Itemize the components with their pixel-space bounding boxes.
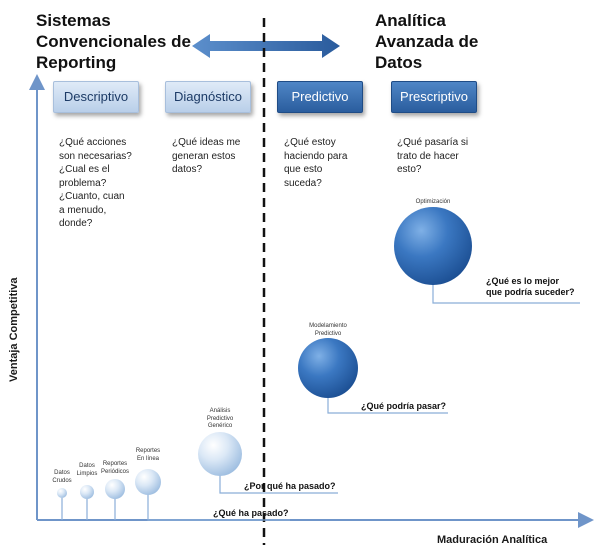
stage-box-prescriptivo: Prescriptivo	[391, 81, 477, 113]
header-left-line-1: Sistemas	[36, 11, 111, 30]
stage-question-diagnostico: ¿Qué ideas me generan estos datos?	[172, 137, 241, 175]
question-por-que-ha-pasado: ¿Por qué ha pasado?	[244, 481, 336, 491]
bubble-optimizacion	[394, 207, 472, 285]
question-que-ha-pasado: ¿Qué ha pasado?	[213, 508, 289, 518]
stage-question-descriptivo: ¿Qué acciones son necesarias? ¿Cual es e…	[59, 137, 132, 229]
bubble-analisis-predictivo	[198, 432, 242, 476]
bubble-label-reportes-periodicos: Reportes Periódicos	[100, 461, 129, 475]
header-right-line-3: Datos	[375, 53, 423, 72]
header-left-line-2: Convencionales de	[36, 32, 191, 51]
bubble-datos-limpios	[80, 485, 94, 499]
bubble-label-modelamiento: Modelamiento Predictivo	[309, 323, 347, 337]
bubble-label-datos-limpios: Datos Limpios	[76, 463, 98, 477]
stage-question-predictivo: ¿Qué estoy haciendo para que esto suceda…	[284, 137, 348, 189]
bubble-reportes-enlinea	[135, 469, 161, 495]
bubble-label-analisis-predictivo: Análisis Predictivo Genérico	[206, 408, 234, 429]
leader-line-reportes-enlinea	[147, 493, 290, 521]
bubble-label-reportes-enlinea: Reportes En línea	[135, 448, 161, 462]
stage-question-prescriptivo: ¿Qué pasaría si trato de hacer esto?	[397, 137, 469, 175]
y-axis-label: Ventaja Competitiva	[8, 277, 20, 382]
stage-box-predictivo: Predictivo	[277, 81, 363, 113]
x-axis-label: Maduración Analítica	[437, 534, 548, 546]
header-right-line-2: Avanzada de	[375, 32, 479, 51]
bubble-modelamiento	[298, 338, 358, 398]
stage-box-descriptivo: Descriptivo	[53, 81, 139, 113]
bubble-reportes-periodicos	[105, 479, 125, 499]
header-left-line-3: Reporting	[36, 53, 117, 72]
leader-line-analisis	[219, 475, 338, 494]
bubble-label-datos-crudos: Datos Crudos	[52, 470, 72, 484]
leader-line-optimizacion	[432, 282, 580, 304]
bubble-datos-crudos	[57, 488, 67, 498]
header-right-line-1: Analítica	[375, 11, 446, 30]
double-arrow-icon	[192, 34, 340, 58]
header-right: Analítica Avanzada de Datos	[375, 10, 478, 73]
question-que-podria-pasar: ¿Qué podría pasar?	[361, 401, 447, 411]
leader-line-modelamiento	[327, 398, 448, 414]
header-left: Sistemas Convencionales de Reporting	[36, 10, 191, 73]
stage-box-diagnostico: Diagnóstico	[165, 81, 251, 113]
question-lo-mejor: ¿Qué es lo mejor que podría suceder?	[486, 276, 575, 297]
bubble-label-optimizacion: Optimización	[415, 199, 451, 205]
